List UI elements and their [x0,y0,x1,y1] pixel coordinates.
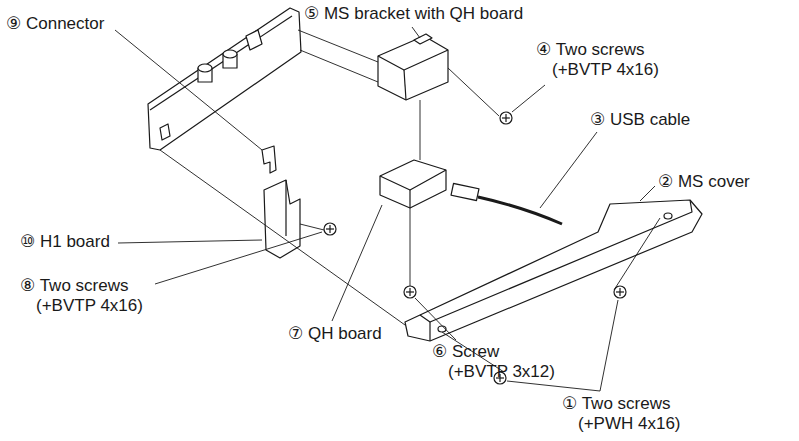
qh-board-edge [409,190,410,208]
leader-line [115,27,660,391]
screw [324,112,626,384]
qh-board [380,160,446,208]
plate-edge [150,16,292,110]
callout-label: ⑧ Two screws (+BVTP 4x16) [20,276,145,316]
cover-hole [664,213,672,219]
qh-board-edge [380,170,446,190]
callout-label: ⑤ MS bracket with QH board [304,4,523,24]
callout-label: ① Two screws (+PWH 4x16) [562,394,683,434]
callout-label: ② MS cover [658,172,750,192]
usb-plug [451,183,479,200]
ms-bracket [378,36,448,100]
callout-label: ④ Two screws (+BVTP 4x16) [536,40,661,80]
callout-label: ⑦ QH board [288,324,382,344]
bracket-edge [378,50,448,70]
callout-label: ⑨ Connector [6,14,104,34]
cover-edge [429,322,430,341]
callout-label: ③ USB cable [590,110,690,130]
h1-board-edge [285,180,286,236]
connector-part [262,146,276,173]
boss [160,30,262,140]
cover-edge [420,200,692,322]
chassis-plate [148,8,301,150]
usb-cable [478,197,562,224]
callout-label: ⑩ H1 board [20,232,110,252]
bracket-edge [404,70,406,100]
ms-cover [405,200,702,341]
callout-label: ⑥ Screw (+BVTP 3x12) [432,342,557,382]
bracket-tab [414,34,432,44]
